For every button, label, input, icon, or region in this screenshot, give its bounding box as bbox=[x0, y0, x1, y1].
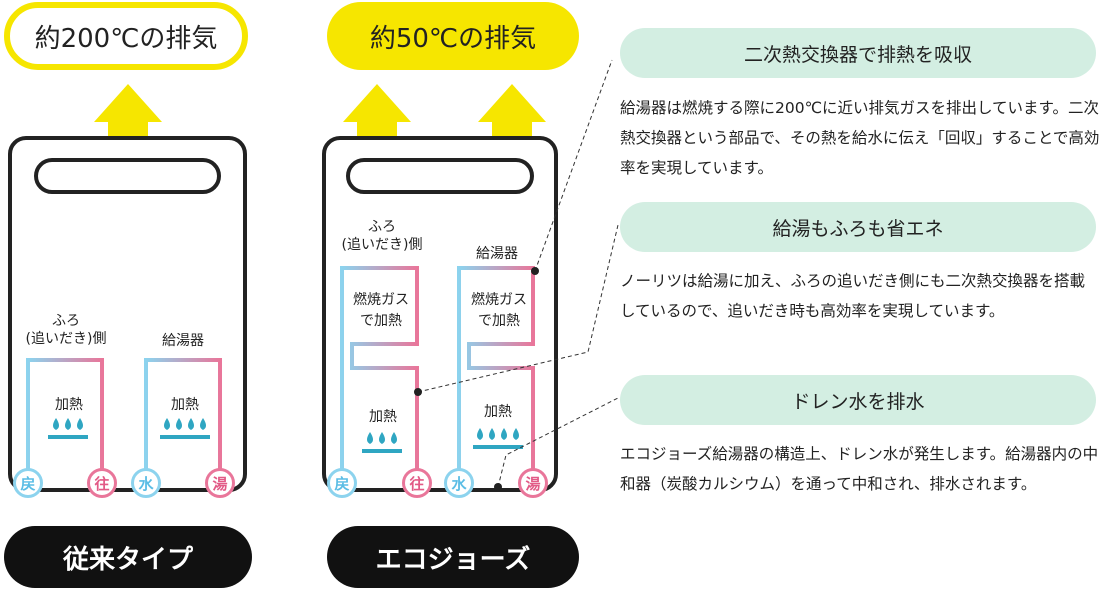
hot-water-badge-conventional: 湯 bbox=[205, 468, 235, 498]
feature-3-title-pill: ドレン水を排水 bbox=[620, 375, 1096, 425]
feature-1-text: 給湯器は燃焼する際に200℃に近い排気ガスを排出しています。二次熱交換器という部… bbox=[620, 99, 1100, 177]
feature-1-title: 二次熱交換器で排熱を吸収 bbox=[743, 43, 972, 66]
eco-unit-handle bbox=[346, 158, 534, 194]
burner-bar-eco-heater bbox=[473, 445, 523, 449]
eco-type-label: エコジョーズ bbox=[375, 544, 531, 575]
conventional-unit-handle bbox=[34, 158, 221, 194]
conventional-exhaust-label: 約200℃の排気 bbox=[34, 23, 218, 54]
eco-unit-body bbox=[322, 136, 558, 492]
burner-bar-eco-bath bbox=[362, 449, 402, 453]
leader-dot-1 bbox=[531, 267, 539, 275]
feature-3-text: エコジョーズ給湯器の構造上、ドレン水が発生します。給湯器内の中和器（炭酸カルシウ… bbox=[620, 445, 1099, 493]
feature-2-text: ノーリツは給湯に加え、ふろの追いだき側にも二次熱交換器を搭載しているので、追いだ… bbox=[620, 272, 1086, 320]
eco-bath-pipe bbox=[340, 266, 419, 472]
eco-heater-label: 給湯器 bbox=[476, 246, 518, 262]
conventional-exhaust-pill: 約200℃の排気 bbox=[4, 2, 248, 70]
conventional-heat-label-heater: 加熱 bbox=[171, 397, 199, 413]
burner-bar-conventional-heater bbox=[160, 435, 210, 439]
burner-bar-conventional-bath bbox=[48, 435, 88, 439]
eco-heat-label-heater: 加熱 bbox=[484, 404, 512, 420]
conventional-type-label: 従来タイプ bbox=[62, 544, 193, 575]
water-badge-eco: 水 bbox=[444, 468, 474, 498]
eco-exhaust-label: 約50℃の排気 bbox=[369, 23, 537, 54]
conventional-heater-label: 給湯器 bbox=[162, 333, 204, 349]
conventional-bath-pipe bbox=[26, 358, 104, 472]
eco-gas-label-bath: 燃焼ガス で加熱 bbox=[353, 292, 409, 329]
eco-exhaust-pill: 約50℃の排気 bbox=[327, 2, 579, 70]
conventional-unit-body bbox=[8, 136, 247, 492]
flames-conventional-bath bbox=[53, 418, 83, 430]
feature-2-title: 給湯もふろも省エネ bbox=[772, 217, 944, 240]
return-badge-eco: 戻 bbox=[327, 468, 357, 498]
feature-3-title: ドレン水を排水 bbox=[791, 390, 925, 413]
feature-2-title-pill: 給湯もふろも省エネ bbox=[620, 202, 1096, 252]
return-badge-conventional: 戻 bbox=[13, 468, 43, 498]
leader-lines bbox=[417, 59, 619, 488]
eco-type-pill: エコジョーズ bbox=[327, 526, 579, 588]
conventional-type-pill: 従来タイプ bbox=[4, 526, 252, 588]
water-badge-conventional: 水 bbox=[131, 468, 161, 498]
eco-heater-pipe bbox=[457, 266, 535, 472]
hot-water-badge-eco: 湯 bbox=[518, 468, 548, 498]
conventional-heat-label-bath: 加熱 bbox=[55, 397, 83, 413]
flames-conventional-heater bbox=[164, 418, 206, 430]
feature-1-title-pill: 二次熱交換器で排熱を吸収 bbox=[620, 28, 1096, 78]
leader-dot-2 bbox=[414, 388, 422, 396]
conventional-heater-pipe bbox=[144, 358, 222, 472]
outgoing-badge-eco: 往 bbox=[402, 468, 432, 498]
conventional-bath-label: ふろ (追いだき)側 bbox=[25, 313, 107, 347]
leader-dot-3 bbox=[494, 483, 502, 491]
flames-eco-heater bbox=[477, 428, 519, 440]
eco-gas-label-heater: 燃焼ガス で加熱 bbox=[471, 292, 527, 329]
outgoing-badge-conventional: 往 bbox=[87, 468, 117, 498]
eco-bath-label: ふろ (追いだき)側 bbox=[341, 219, 423, 253]
flames-eco-bath bbox=[367, 432, 397, 444]
eco-heat-label-bath: 加熱 bbox=[369, 409, 397, 425]
